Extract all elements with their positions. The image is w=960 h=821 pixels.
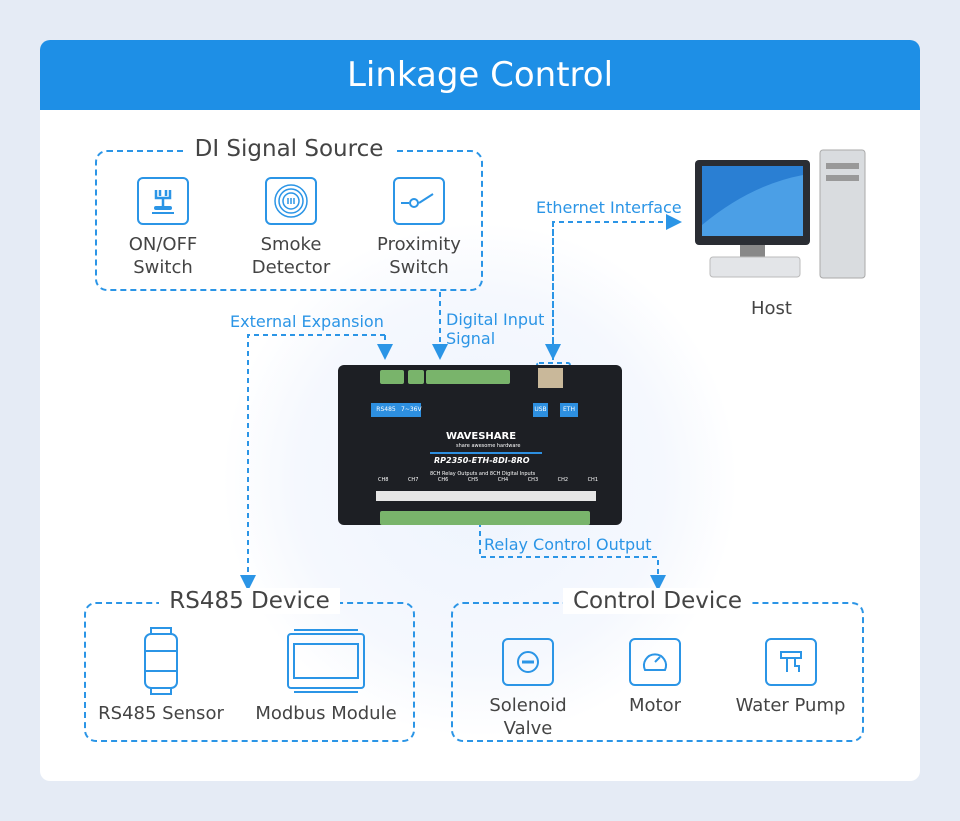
device-description: 8CH Relay Outputs and 8CH Digital Inputs <box>430 471 536 477</box>
di-signal-source-title: DI Signal Source <box>184 136 394 162</box>
motor-icon <box>629 638 681 686</box>
item-label: Smoke <box>260 234 322 255</box>
usb-port-label: USB <box>533 403 548 417</box>
rs485-device-box: RS485 Device RS485 Sensor Modbus Module <box>84 588 415 742</box>
on-off-switch-item: ON/OFF Switch <box>115 177 211 279</box>
smoke-detector-icon <box>265 177 317 225</box>
rs485-port-label: RS485 <box>371 403 401 417</box>
rp2350-eth-8di-8ro-device: RS485 7~36V USB ETH WAVESHARE share awes… <box>338 365 622 525</box>
external-connector <box>240 334 385 591</box>
brand-tagline: share awesome hardware <box>456 443 521 449</box>
item-label: ON/OFF <box>128 234 198 255</box>
toggle-switch-icon <box>137 177 189 225</box>
external-expansion-label: External Expansion <box>230 312 384 331</box>
solenoid-valve-item: Solenoid Valve <box>463 638 593 740</box>
host-label: Host <box>751 298 792 319</box>
proximity-switch-item: Proximity Switch <box>369 177 469 279</box>
proximity-switch-icon <box>393 177 445 225</box>
control-device-title: Control Device <box>562 588 753 614</box>
computer-icon <box>695 149 866 279</box>
item-label: Switch <box>389 257 449 278</box>
item-label: Switch <box>133 257 193 278</box>
item-label: Solenoid Valve <box>489 695 567 739</box>
relay-connector <box>479 522 666 591</box>
page-title: Linkage Control <box>40 40 920 110</box>
motor-item: Motor <box>605 638 705 717</box>
item-label: Proximity <box>377 234 461 255</box>
host-computer[interactable] <box>690 145 870 285</box>
relay-control-output-label: Relay Control Output <box>484 535 652 554</box>
item-label: Modbus Module <box>255 703 397 724</box>
modbus-module-icon <box>287 629 365 693</box>
eth-port-label: ETH <box>560 403 578 417</box>
rs485-sensor-icon <box>144 627 178 695</box>
item-label: Water Pump <box>735 695 846 716</box>
water-pump-item: Water Pump <box>733 638 848 717</box>
ethernet-interface-label: Ethernet Interface <box>536 198 682 217</box>
rs485-sensor-item: RS485 Sensor <box>96 626 226 725</box>
rs485-device-title: RS485 Device <box>159 588 340 614</box>
item-label: RS485 Sensor <box>98 703 224 724</box>
di-signal-source-box: DI Signal Source ON/OFF Switch Smoke Det… <box>95 136 483 291</box>
solenoid-valve-icon <box>502 638 554 686</box>
smoke-detector-item: Smoke Detector <box>243 177 339 279</box>
control-device-box: Control Device Solenoid Valve Motor Wate… <box>451 588 864 742</box>
item-label: Detector <box>251 257 331 278</box>
ethernet-connector <box>552 214 682 360</box>
modbus-module-item: Modbus Module <box>251 626 401 725</box>
model-name: RP2350-ETH-8DI-8RO <box>434 456 530 465</box>
item-label: Motor <box>628 695 681 716</box>
power-port-label: 7~36V <box>401 403 422 417</box>
brand-logo: WAVESHARE <box>446 431 517 442</box>
water-pump-icon <box>764 638 817 686</box>
